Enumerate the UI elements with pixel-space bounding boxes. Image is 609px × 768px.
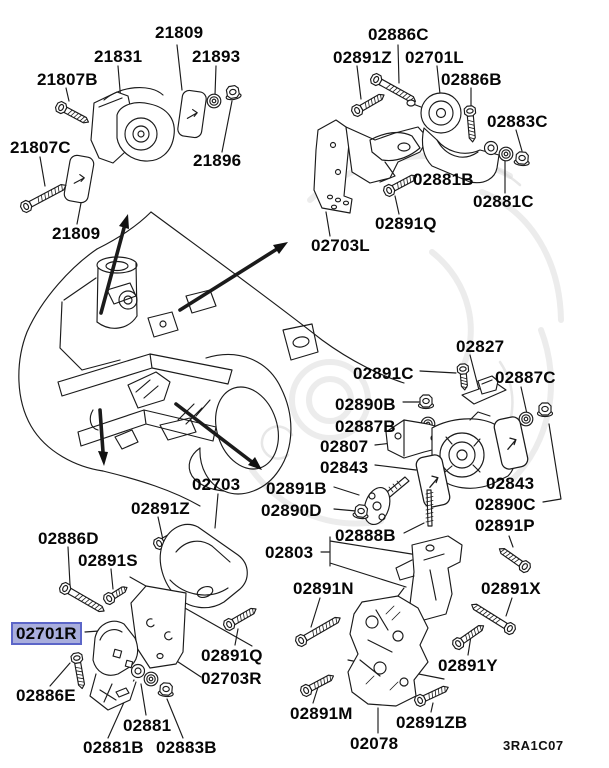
part-label-02881b-2[interactable]: 02881B: [83, 738, 144, 757]
part-label-02886c[interactable]: 02886C: [368, 25, 429, 44]
part-label-21893[interactable]: 21893: [192, 47, 241, 66]
arrow-up-left: [99, 214, 129, 315]
part-label-02843-2[interactable]: 02843: [486, 474, 535, 493]
car-illustration: [18, 211, 405, 507]
part-label-02891b[interactable]: 02891B: [266, 479, 327, 498]
part-label-02890c[interactable]: 02890C: [475, 495, 536, 514]
part-label-02887b[interactable]: 02887B: [335, 417, 396, 436]
part-label-02887c[interactable]: 02887C: [495, 368, 556, 387]
cluster-bottom-left: [57, 522, 260, 711]
part-label-02891m[interactable]: 02891M: [290, 704, 353, 723]
part-label-02890b[interactable]: 02890B: [335, 395, 396, 414]
part-label-02886b[interactable]: 02886B: [441, 70, 502, 89]
cluster-top-right: [313, 71, 531, 214]
part-label-02843[interactable]: 02843: [320, 458, 369, 477]
part-label-02891q-2[interactable]: 02891Q: [201, 646, 263, 665]
part-label-02703r[interactable]: 02703R: [201, 669, 262, 688]
part-label-02807[interactable]: 02807: [320, 437, 369, 456]
part-label-02703[interactable]: 02703: [192, 475, 241, 494]
part-label-02881b[interactable]: 02881B: [413, 170, 474, 189]
part-label-21807b[interactable]: 21807B: [37, 70, 98, 89]
part-label-21807c[interactable]: 21807C: [10, 138, 71, 157]
part-label-02803[interactable]: 02803: [265, 543, 314, 562]
part-label-02891q[interactable]: 02891Q: [375, 214, 437, 233]
part-label-02701r[interactable]: 02701R: [11, 622, 82, 645]
part-label-02703l[interactable]: 02703L: [311, 236, 370, 255]
part-label-02891c[interactable]: 02891C: [353, 364, 414, 383]
part-label-02888b[interactable]: 02888B: [335, 526, 396, 545]
part-label-02883b[interactable]: 02883B: [156, 738, 217, 757]
part-label-02891s[interactable]: 02891S: [78, 551, 138, 570]
part-label-02827[interactable]: 02827: [456, 337, 505, 356]
part-label-02891p[interactable]: 02891P: [475, 516, 535, 535]
part-label-21896[interactable]: 21896: [193, 151, 242, 170]
part-label-02891y[interactable]: 02891Y: [438, 656, 498, 675]
cluster-middle-right: [352, 362, 554, 621]
part-label-21809-2[interactable]: 21809: [52, 224, 101, 243]
part-label-02891zb[interactable]: 02891ZB: [396, 713, 468, 732]
arrow-up-right: [178, 242, 288, 312]
part-label-02883c[interactable]: 02883C: [487, 112, 548, 131]
part-label-21809[interactable]: 21809: [155, 23, 204, 42]
part-label-02890d[interactable]: 02890D: [261, 501, 322, 520]
part-label-02891x[interactable]: 02891X: [481, 579, 541, 598]
part-label-02891n[interactable]: 02891N: [293, 579, 354, 598]
part-label-02886e[interactable]: 02886E: [16, 686, 76, 705]
part-label-02886d[interactable]: 02886D: [38, 529, 99, 548]
part-label-02891z[interactable]: 02891Z: [333, 48, 392, 67]
arrow-down: [98, 408, 108, 466]
part-label-02701l[interactable]: 02701L: [405, 48, 464, 67]
arrow-down-right: [174, 402, 262, 470]
part-label-02891z-2[interactable]: 02891Z: [131, 499, 190, 518]
part-label-21831[interactable]: 21831: [94, 47, 143, 66]
cluster-bottom-right: [293, 587, 518, 709]
cluster-top-left: [18, 84, 243, 215]
part-label-02881[interactable]: 02881: [123, 716, 172, 735]
diagram-code: 3RA1C07: [503, 738, 564, 753]
part-label-02078[interactable]: 02078: [350, 734, 399, 753]
part-label-02881c[interactable]: 02881C: [473, 192, 534, 211]
direction-arrows: [98, 214, 288, 470]
